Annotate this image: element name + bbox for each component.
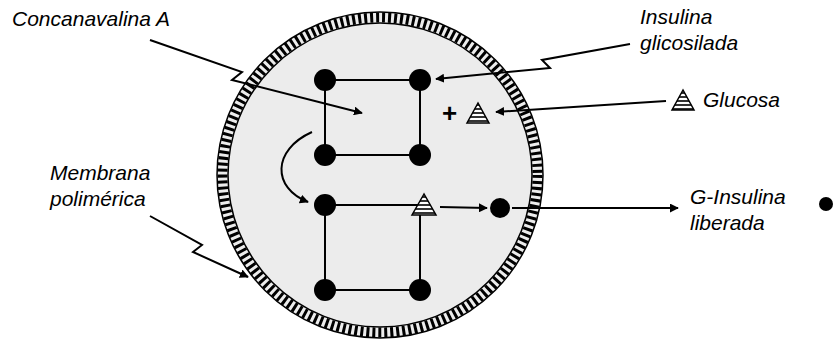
insulin-dot — [490, 198, 510, 218]
capsule-body — [217, 12, 543, 338]
leader-line — [436, 44, 630, 79]
insulin-dot — [314, 144, 336, 166]
glucose-triangle — [412, 194, 436, 215]
part-label: G-Insulina liberada — [690, 184, 812, 236]
leader-line — [150, 40, 362, 113]
insulin-dot — [314, 194, 336, 216]
glucose-triangle — [672, 90, 694, 110]
insulin-dot — [819, 197, 833, 211]
conA-square — [325, 205, 420, 290]
part-label: Concanavalina A — [12, 6, 242, 32]
membrane-inner-edge — [228, 23, 532, 327]
glucose-triangle — [467, 103, 489, 123]
plus-sign: + — [442, 100, 464, 126]
part-label: Insulina glicosilada — [640, 4, 780, 56]
membrane-hatching — [223, 18, 538, 333]
insulin-dot — [409, 144, 431, 166]
glucose-arrow — [496, 101, 666, 112]
part-label: Glucosa — [703, 87, 823, 113]
insulin-dot — [314, 279, 336, 301]
insulin-dot — [409, 69, 431, 91]
release-arrow — [440, 207, 487, 208]
insulin-dot — [314, 69, 336, 91]
release-arrow — [512, 207, 678, 209]
insulin-dot — [409, 279, 431, 301]
part-label: Membrana polimérica — [50, 160, 190, 212]
leader-line — [150, 216, 248, 277]
conA-square — [325, 80, 420, 155]
transition-arrow — [281, 132, 312, 202]
